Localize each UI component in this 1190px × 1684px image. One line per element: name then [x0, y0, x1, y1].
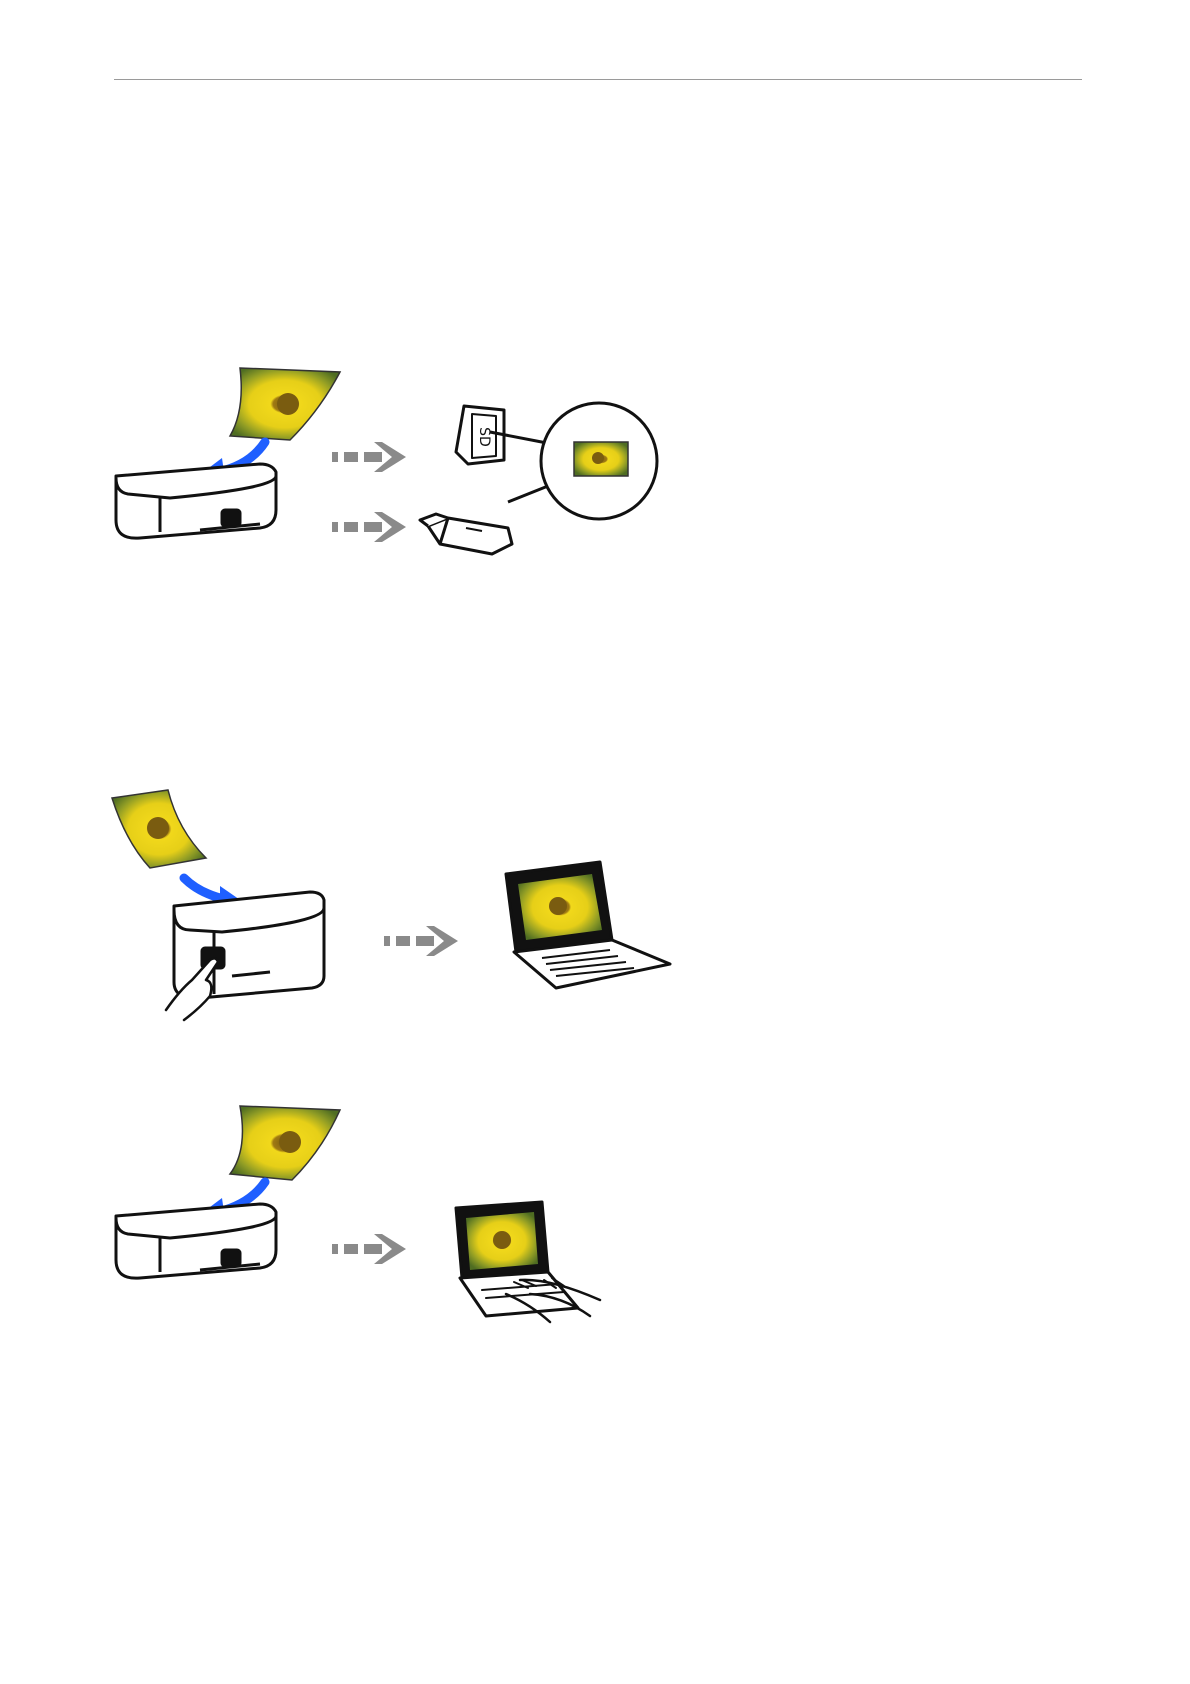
scanner-icon	[116, 464, 276, 538]
scanner-icon	[116, 1204, 276, 1278]
figure-scan-to-memory: SD	[110, 360, 730, 580]
laptop-icon	[506, 862, 670, 988]
photo-icon	[230, 1106, 340, 1180]
dashed-arrow-icon	[332, 442, 406, 542]
photo-icon	[112, 790, 206, 868]
dashed-arrow-icon	[384, 926, 458, 956]
figure-scan-to-computer-panel	[110, 790, 690, 1020]
callout-photo-icon	[574, 442, 628, 476]
header-rule	[114, 79, 1082, 80]
photo-icon	[230, 368, 340, 440]
sd-label: SD	[476, 427, 492, 447]
sd-card-icon: SD	[456, 406, 504, 464]
figure-scan-from-computer	[110, 1104, 670, 1324]
dashed-arrow-icon	[332, 1234, 406, 1264]
usb-drive-icon	[420, 514, 512, 554]
laptop-typing-icon	[456, 1202, 600, 1322]
